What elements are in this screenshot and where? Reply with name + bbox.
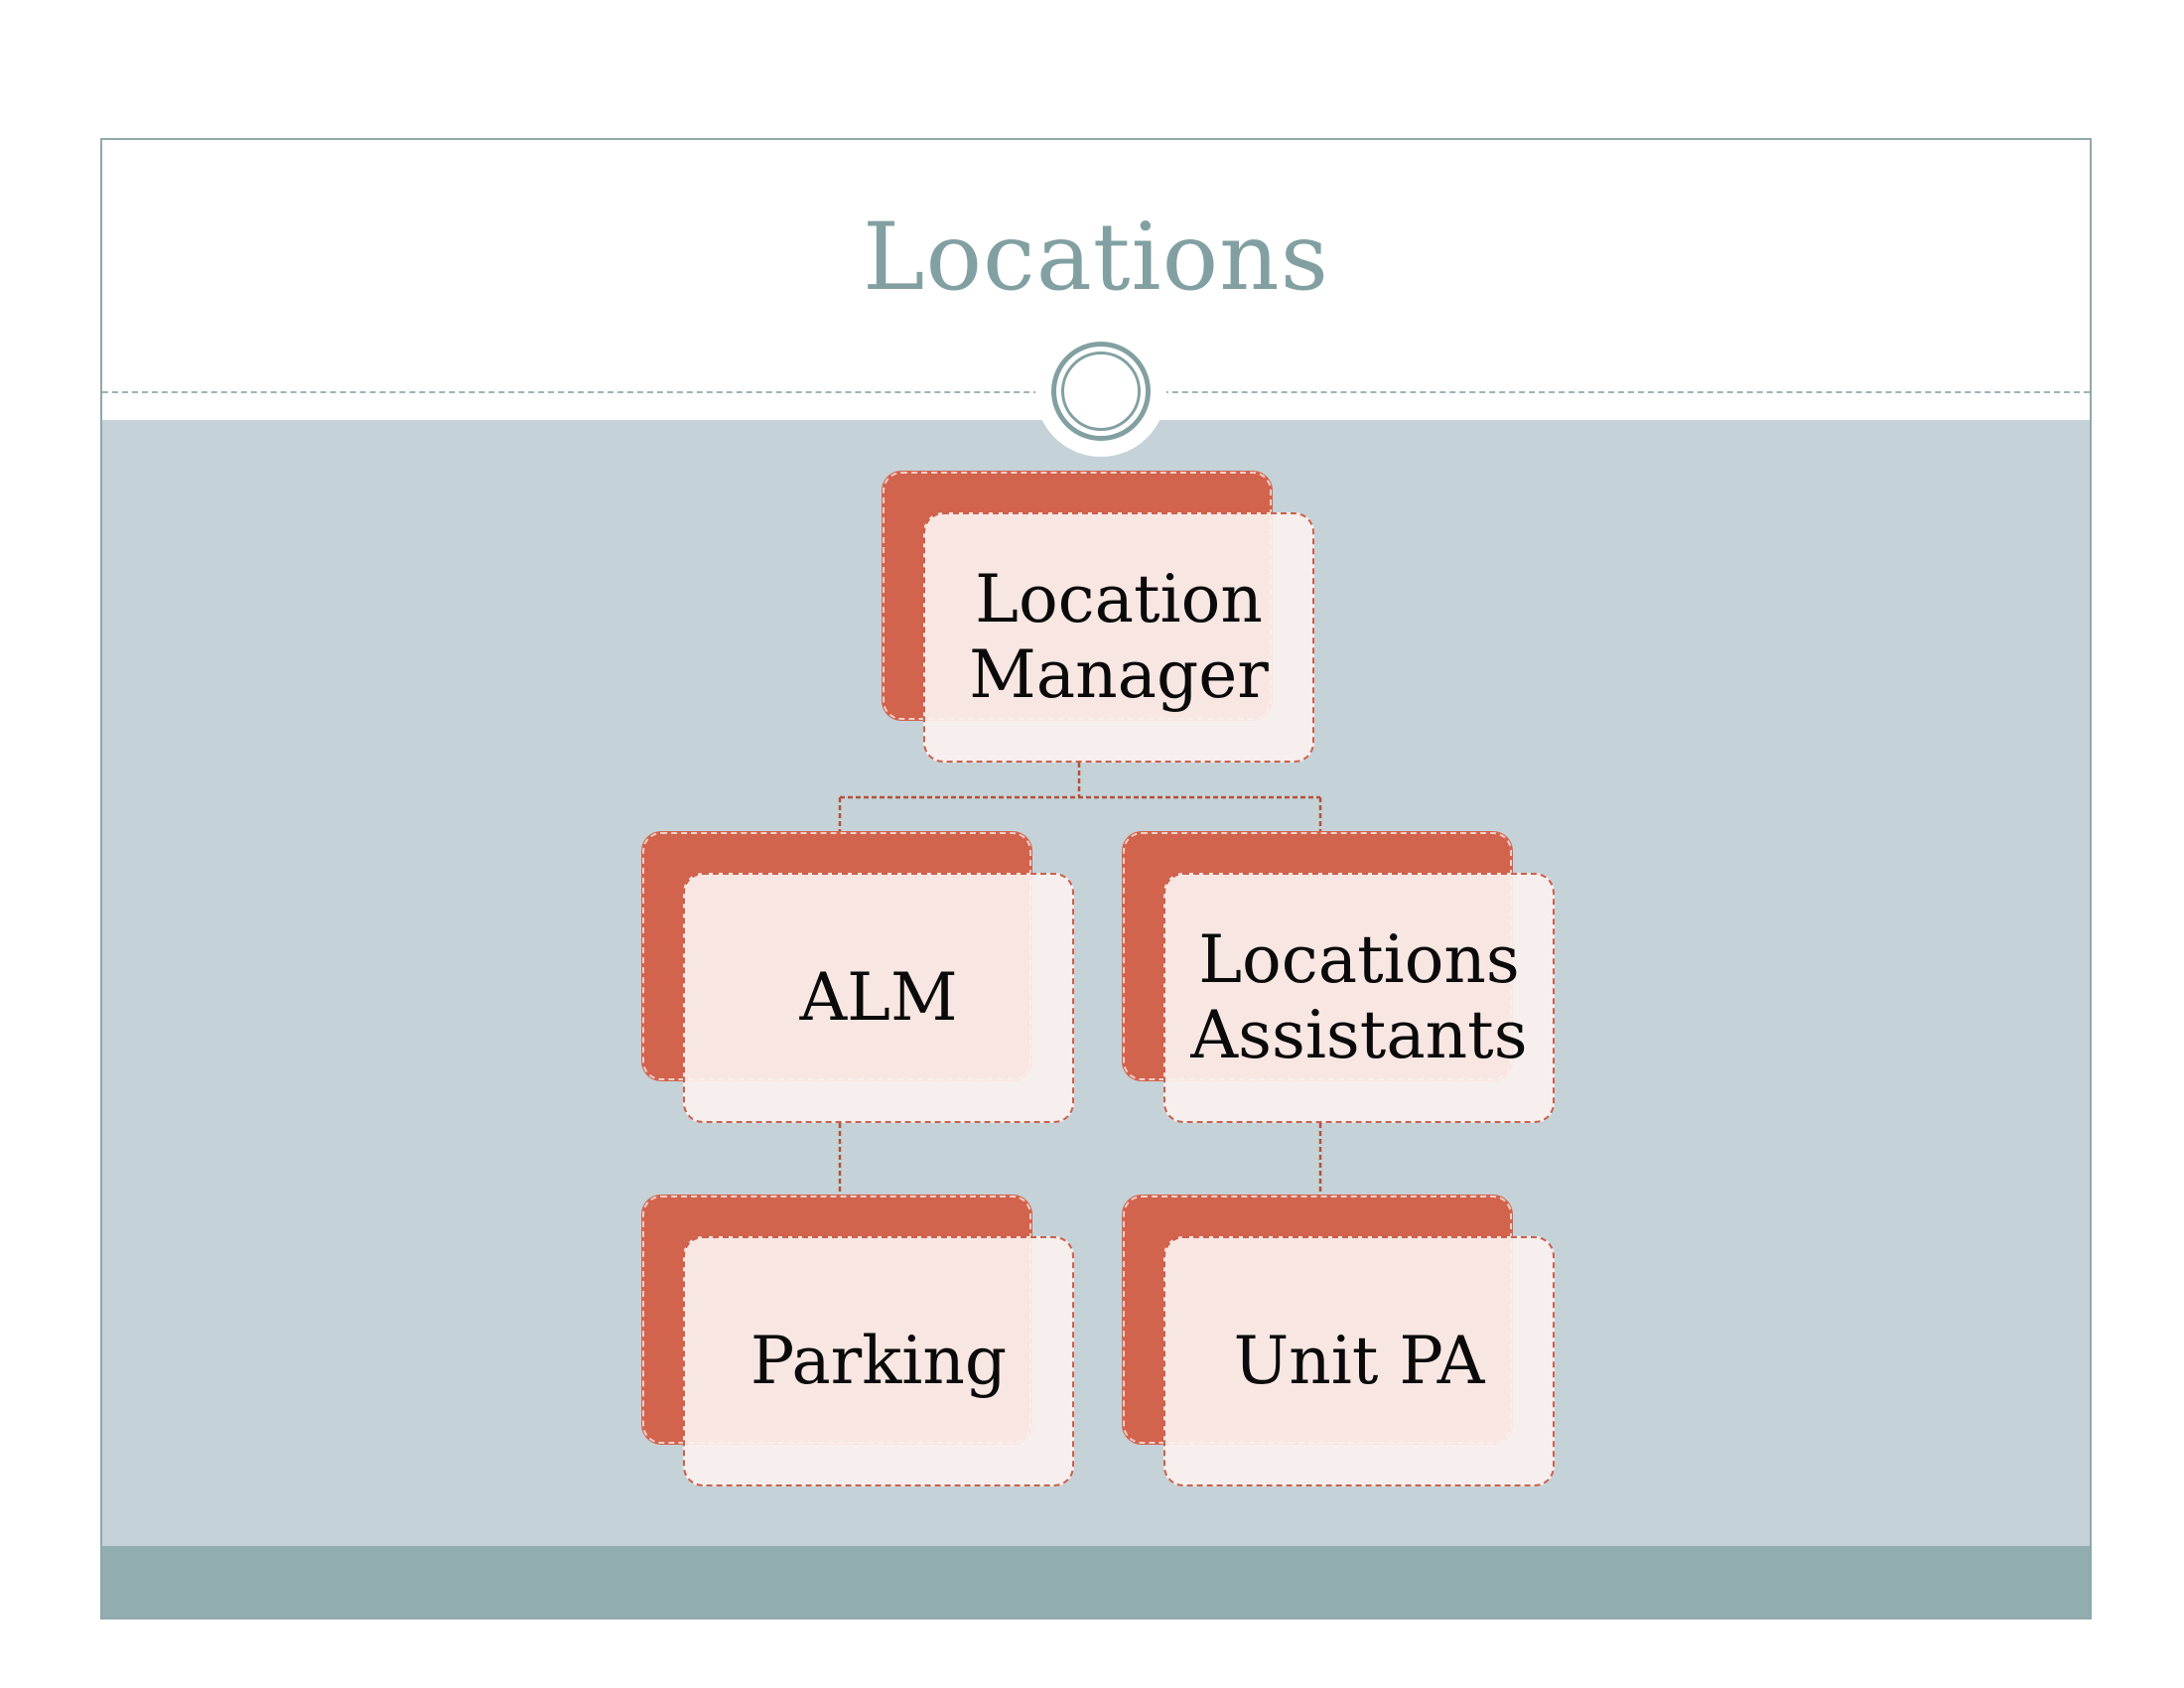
node-front-shape: Locations Assistants — [1163, 873, 1555, 1123]
circle-ornament-icon — [1035, 326, 1166, 457]
node-label: ALM — [799, 959, 958, 1036]
footer-bar — [102, 1546, 2090, 1618]
slide-title: Locations — [863, 204, 1329, 312]
node-label: Location Manager — [969, 561, 1269, 713]
node-front-shape: Unit PA — [1163, 1236, 1555, 1486]
ring-icon — [1051, 342, 1151, 441]
slide: Locations Location Manager ALM Locations… — [100, 138, 2092, 1619]
node-front-shape: ALM — [683, 873, 1074, 1123]
node-label: Parking — [750, 1323, 1008, 1399]
node-front-shape: Parking — [683, 1236, 1074, 1486]
node-label: Locations Assistants — [1190, 921, 1528, 1073]
node-front-shape: Location Manager — [923, 512, 1314, 763]
node-label: Unit PA — [1233, 1323, 1485, 1399]
